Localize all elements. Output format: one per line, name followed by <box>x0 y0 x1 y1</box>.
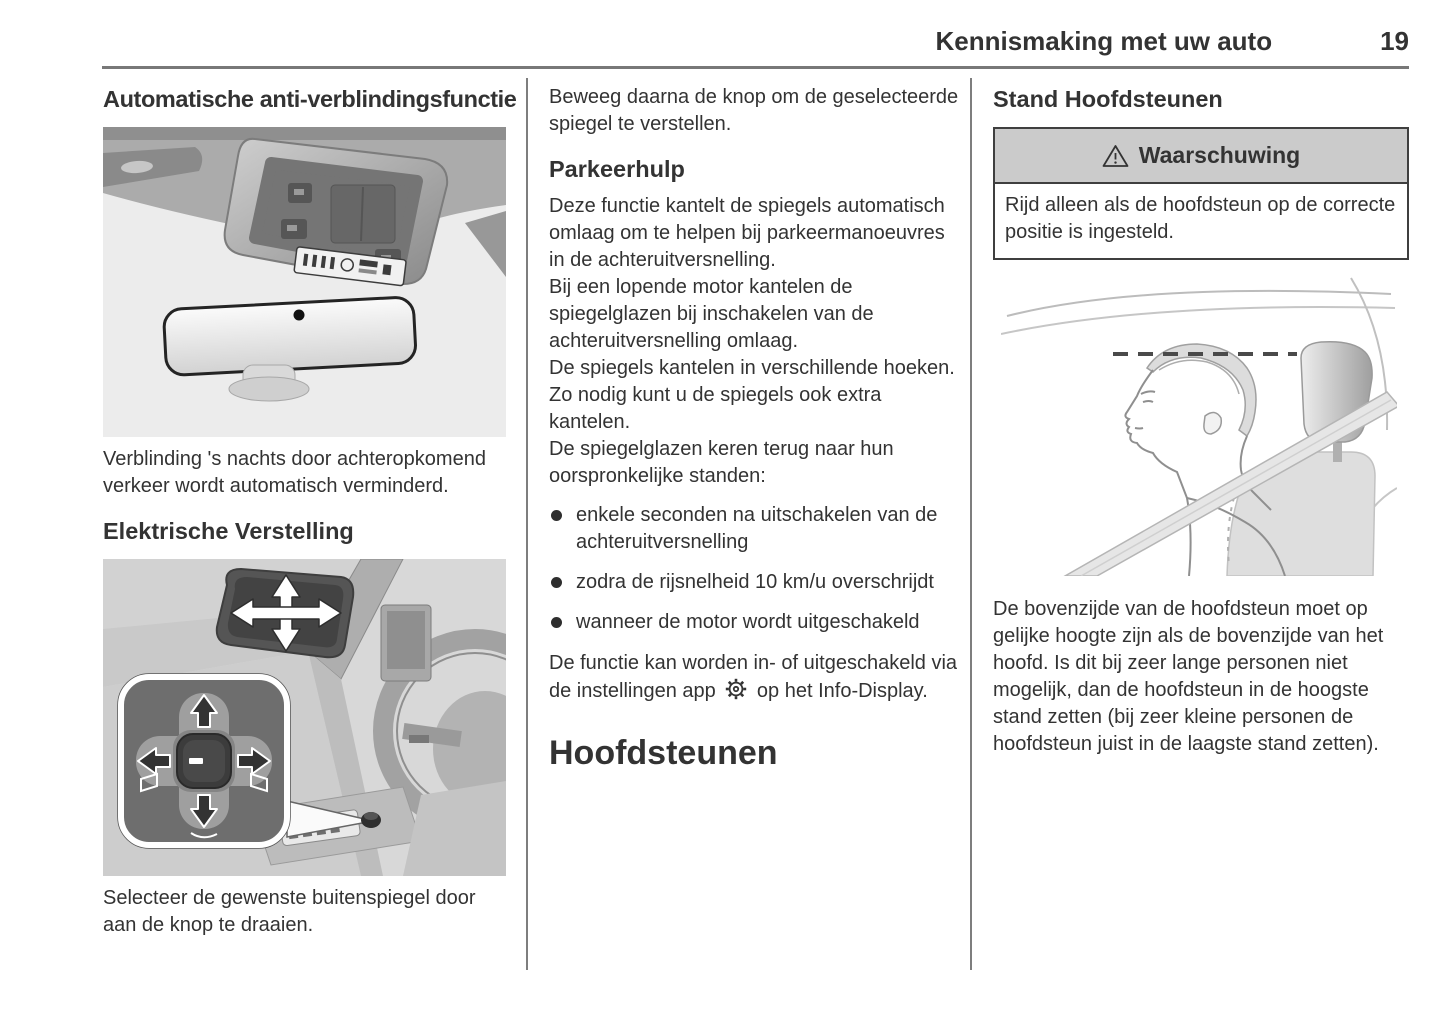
section-heading-headrest-position: Stand Hoofdsteunen <box>993 86 1223 112</box>
mirror-fold-icon <box>190 832 218 839</box>
head-hair <box>1145 343 1257 438</box>
warning-box: Waarschuwing Rijd alleen als de hoofdste… <box>993 127 1409 260</box>
arrow-right-icon <box>237 747 271 775</box>
chapter-heading-headrests: Hoofdsteunen <box>549 734 778 772</box>
park-assist-paragraph: Deze functie kantelt de spiegels automat… <box>549 195 945 271</box>
column-divider-1 <box>526 78 528 970</box>
exterior-mirror <box>215 567 355 659</box>
headrest-paragraph: De bovenzijde van de hoofdsteun moet op … <box>993 598 1384 755</box>
right-column: Stand Hoofdsteunen Waarschuwing Rijd all… <box>993 84 1409 758</box>
bullet-text: zodra de rijsnelheid 10 km/u overschrijd… <box>576 571 934 593</box>
park-assist-paragraph: De spiegelglazen keren terug naar hun oo… <box>549 438 894 487</box>
mirror-sensor-dot <box>293 309 305 321</box>
caption-auto-dim: Verblinding 's nachts door achteropkomen… <box>103 448 486 497</box>
warning-triangle-icon <box>1102 144 1129 167</box>
headrest-stem <box>1333 440 1342 462</box>
park-assist-paragraph: De spiegels kantelen in verschillende ho… <box>549 357 955 433</box>
ear <box>1203 411 1223 435</box>
section-heading-electric-adjustment: Elektrische Verstelling <box>103 518 354 544</box>
warning-header: Waarschuwing <box>995 129 1407 184</box>
figure-headrest-position <box>1001 270 1397 576</box>
arrow-down-icon <box>190 794 218 828</box>
figure-rearview-mirror <box>103 127 506 437</box>
bullet-item: enkele seconden na uitschakelen van de a… <box>549 502 965 556</box>
console-label-strip <box>293 246 407 287</box>
sun-visor-right <box>465 211 506 277</box>
figure-mirror-control <box>103 559 506 876</box>
warning-text: Rijd alleen als de hoofdsteun op de corr… <box>1005 194 1396 243</box>
caption-electric-adjustment: Selecteer de gewenste buitenspiegel door… <box>103 887 476 936</box>
bullet-item: wanneer de motor wordt uitgeschakeld <box>549 609 965 636</box>
intro-paragraph: Beweeg daarna de knop om de geselecteerd… <box>549 86 959 135</box>
chapter-title: Kennismaking met uw auto <box>935 26 1273 56</box>
page-number: 19 <box>1380 26 1409 56</box>
middle-column: Beweeg daarna de knop om de geselecteerd… <box>549 84 965 773</box>
control-callout <box>117 673 291 849</box>
column-divider-2 <box>970 78 972 970</box>
outro-text-after: op het Info-Display. <box>756 680 928 702</box>
section-heading-park-assist: Parkeerhulp <box>549 156 685 182</box>
park-assist-outro: De functie kan worden in- of uitgeschake… <box>549 650 965 705</box>
bullet-text: enkele seconden na uitschakelen van de a… <box>576 504 938 553</box>
seatbelt <box>1063 391 1397 576</box>
bullet-list: enkele seconden na uitschakelen van de a… <box>549 502 965 636</box>
page-header: Kennismaking met uw auto 19 <box>103 26 1409 57</box>
section-heading-auto-dim: Automatische anti-verblindingsfunctie <box>103 86 517 112</box>
outro-text-before: De functie kan worden in- of uitgeschake… <box>549 652 958 702</box>
bullet-item: zodra de rijsnelheid 10 km/u overschrijd… <box>549 569 965 596</box>
mirror-left-select-icon <box>140 772 158 793</box>
overhead-console <box>223 137 449 287</box>
settings-gear-icon <box>726 678 747 700</box>
arrow-up-icon <box>190 694 218 728</box>
arrow-left-icon <box>137 747 171 775</box>
rearview-mirror <box>162 296 417 402</box>
header-rule <box>102 66 1409 69</box>
warning-title: Waarschuwing <box>1138 142 1301 168</box>
bullet-text: wanneer de motor wordt uitgeschakeld <box>576 611 920 633</box>
knob-minus-mark <box>189 758 203 764</box>
horizontal-adjust-arrows-icon <box>230 598 342 628</box>
left-column: Automatische anti-verblindingsfunctie <box>103 84 517 939</box>
park-assist-paragraph: Bij een lopende motor kantelen de spiege… <box>549 276 874 352</box>
mirror-right-select-icon <box>250 772 268 793</box>
